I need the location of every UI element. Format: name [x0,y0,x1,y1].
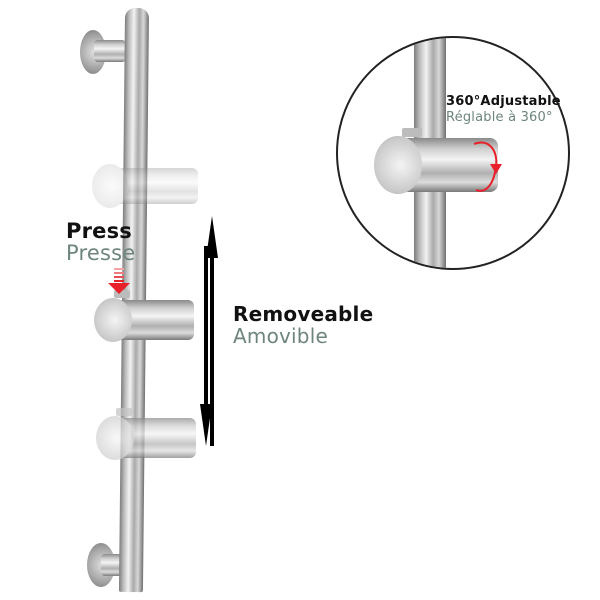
ghost-holder-bottom [96,408,198,462]
adjustable-label-fr: Réglable à 360° [446,110,553,125]
slide-double-arrow-icon [199,216,219,446]
press-label-en: Press [66,219,132,243]
detail-inset-circle [336,36,570,270]
ghost-holder-top [92,164,200,208]
shower-holder-middle [94,290,196,344]
press-callout: Press Presse [66,220,135,264]
adjustable-label-en: 360°Adjustable [446,94,561,109]
press-label-fr: Presse [66,241,136,265]
rotation-arrow-icon [468,138,508,196]
removeable-label-en: Removeable [233,302,374,326]
inset-holder [374,128,504,196]
adjustable-callout: 360°Adjustable Réglable à 360° [446,94,561,126]
top-bracket-arm [94,40,126,62]
removeable-label-fr: Amovible [233,324,328,348]
removeable-callout: Removeable Amovible [233,303,373,347]
red-down-arrow-icon [108,268,130,294]
